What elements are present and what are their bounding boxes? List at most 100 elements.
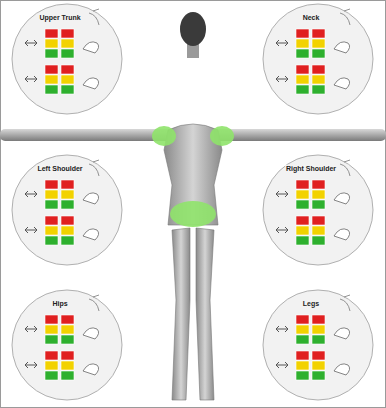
arrow-icon — [25, 76, 37, 82]
arrow-icon — [25, 191, 37, 197]
traffic-bar — [45, 49, 58, 58]
traffic-bar — [296, 49, 309, 58]
pose-icon — [83, 364, 99, 375]
traffic-bar — [312, 371, 325, 380]
traffic-bar — [45, 75, 58, 84]
gauge-node: Hips — [11, 289, 123, 401]
arrow-icon — [25, 227, 37, 233]
arrow-icon — [276, 326, 288, 332]
traffic-bar — [296, 216, 309, 225]
traffic-bar — [45, 39, 58, 48]
traffic-bar — [61, 190, 74, 199]
traffic-bar — [312, 236, 325, 245]
shoulder-highlight — [210, 126, 234, 146]
pose-icon — [334, 78, 350, 89]
traffic-bar — [296, 85, 309, 94]
traffic-bar — [312, 180, 325, 189]
traffic-bar — [61, 361, 74, 370]
traffic-bar — [312, 226, 325, 235]
neck — [187, 44, 199, 58]
traffic-bar — [61, 325, 74, 334]
traffic-bar — [296, 236, 309, 245]
traffic-bar — [45, 85, 58, 94]
traffic-bar — [61, 75, 74, 84]
traffic-bar — [296, 351, 309, 360]
gauge-circle — [12, 4, 122, 114]
body-pictogram — [89, 160, 99, 176]
traffic-bar — [296, 361, 309, 370]
left-leg — [172, 228, 190, 400]
gauge-node: Neck — [262, 3, 374, 115]
traffic-bar — [312, 200, 325, 209]
traffic-bar — [61, 39, 74, 48]
traffic-bar — [312, 49, 325, 58]
traffic-bar — [296, 180, 309, 189]
region-label: Legs — [302, 300, 320, 308]
traffic-bar — [45, 351, 58, 360]
traffic-bar — [45, 315, 58, 324]
region-label: Right Shoulder — [285, 165, 337, 173]
arrow-icon — [276, 227, 288, 233]
gauge-circle — [12, 155, 122, 265]
gauge-node: Right Shoulder — [262, 154, 374, 266]
traffic-bar — [296, 226, 309, 235]
traffic-bar — [45, 190, 58, 199]
gauge-circle — [263, 155, 373, 265]
pose-icon — [83, 42, 99, 53]
traffic-bar — [296, 371, 309, 380]
traffic-bar — [61, 49, 74, 58]
body-pictogram — [340, 9, 350, 25]
traffic-bar — [45, 361, 58, 370]
region-label: Upper Trunk — [38, 14, 81, 22]
gauge-node: Upper Trunk — [11, 3, 123, 115]
traffic-bar — [296, 75, 309, 84]
body-pictogram — [340, 160, 350, 176]
traffic-bar — [45, 226, 58, 235]
body-pictogram — [89, 295, 99, 311]
traffic-bar — [296, 200, 309, 209]
traffic-bar — [61, 85, 74, 94]
traffic-bar — [296, 325, 309, 334]
arrow-icon — [276, 191, 288, 197]
traffic-bar — [61, 65, 74, 74]
traffic-bar — [296, 335, 309, 344]
traffic-bar — [61, 180, 74, 189]
traffic-bar — [312, 190, 325, 199]
traffic-bar — [45, 335, 58, 344]
arrow-icon — [25, 40, 37, 46]
traffic-bar — [61, 200, 74, 209]
traffic-bar — [61, 315, 74, 324]
traffic-bar — [61, 371, 74, 380]
arrow-icon — [276, 362, 288, 368]
gauge-circle — [263, 290, 373, 400]
traffic-bar — [61, 226, 74, 235]
pose-icon — [334, 328, 350, 339]
traffic-bar — [61, 335, 74, 344]
head — [180, 12, 206, 46]
pose-icon — [83, 78, 99, 89]
pose-icon — [83, 193, 99, 204]
pose-icon — [334, 229, 350, 240]
traffic-bar — [312, 335, 325, 344]
traffic-bar — [45, 180, 58, 189]
region-label: Hips — [51, 300, 68, 308]
gauge-circle — [12, 290, 122, 400]
pose-icon — [83, 328, 99, 339]
arrow-icon — [276, 40, 288, 46]
hip-highlight — [170, 201, 216, 227]
traffic-bar — [312, 29, 325, 38]
arrow-icon — [25, 326, 37, 332]
gauge-node: Left Shoulder — [11, 154, 123, 266]
body-pictogram — [89, 9, 99, 25]
traffic-bar — [312, 85, 325, 94]
traffic-bar — [45, 236, 58, 245]
region-label: Left Shoulder — [36, 165, 83, 173]
pose-icon — [334, 193, 350, 204]
traffic-bar — [45, 200, 58, 209]
traffic-bar — [312, 39, 325, 48]
arrow-icon — [25, 362, 37, 368]
traffic-bar — [312, 325, 325, 334]
traffic-bar — [312, 75, 325, 84]
arrow-icon — [276, 76, 288, 82]
